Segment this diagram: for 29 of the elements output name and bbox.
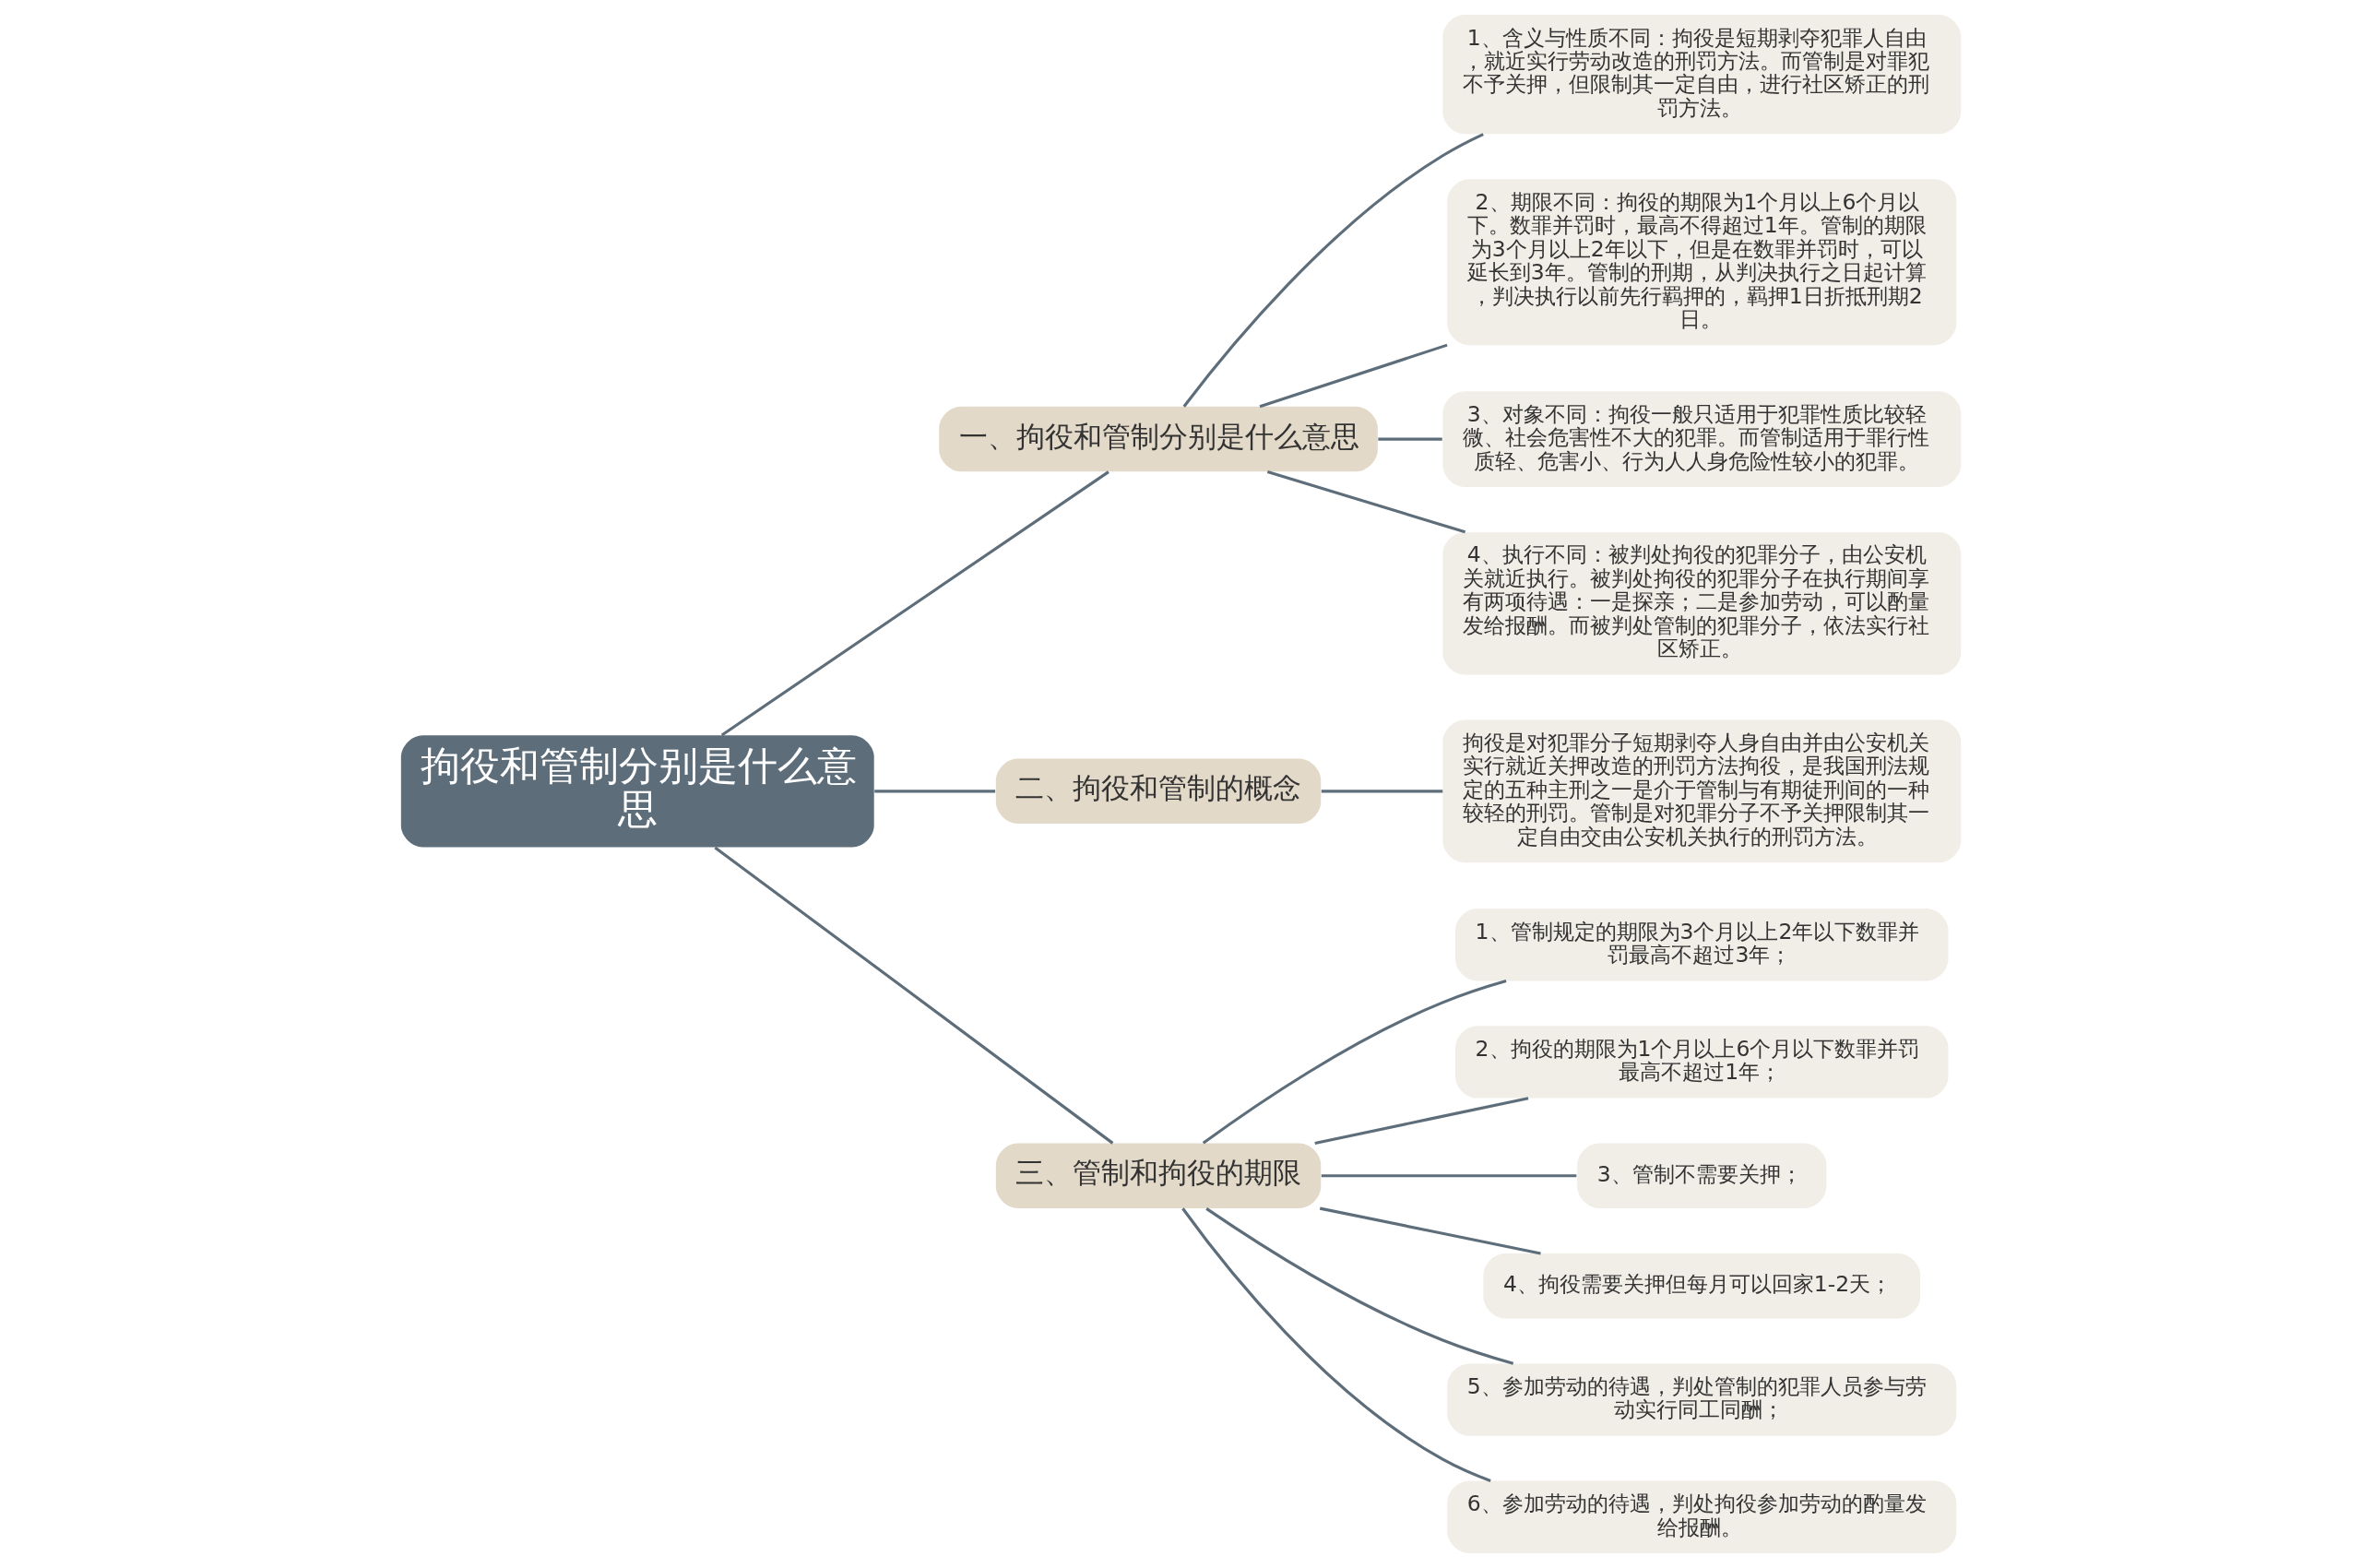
- node-box: 2、期限不同：拘役的期限为1个月以上6个月以下。数罪并罚时，最高不得超过1年。管制的期限为3个月以上2年以下，但是在数罪并罚时，可以延长到3年。管制的刑期，从判决执行之日起计算，判决执行以前先行羁押的，羁押1日折抵刑期2日。: [1446, 179, 1956, 346]
- connector: [720, 470, 1109, 737]
- connector: [1204, 1207, 1513, 1365]
- node-box: 3、对象不同：拘役一般只适用于犯罪性质比较轻微、社会危害性不大的犯罪。而管制适用于罪行性质轻、危害小、行为人人身危险性较小的犯罪。: [1442, 391, 1961, 487]
- connector: [1319, 1206, 1541, 1255]
- node-box: 1、管制规定的期限为3个月以上2年以下数罪并罚最高不超过3年；: [1454, 909, 1948, 981]
- node-box: 5、参加劳动的待遇，判处管制的犯罪人员参与劳动实行同工同酬；: [1446, 1363, 1956, 1436]
- node-box: 4、执行不同：被判处拘役的犯罪分子，由公安机关就近执行。被判处拘役的犯罪分子在执行期间享有两项待遇：一是探亲；二是参加劳动，可以酌量发给报酬。而被判处管制的犯罪分子，依法实行社区矫正。: [1442, 531, 1961, 675]
- connector: [873, 790, 995, 793]
- connector: [713, 846, 1113, 1145]
- connector: [1321, 790, 1442, 793]
- node-box: 拘役是对犯罪分子短期剥夺人身自由并由公安机关实行就近关押改造的刑罚方法拘役，是我国刑法规定的五种主刑之一是介于管制与有期徒刑间的一种较轻的刑罚。管制是对犯罪分子不予关押限制其一定自由交由公安机关执行的刑罚方法。: [1442, 719, 1961, 863]
- node-box: 2、拘役的期限为1个月以上6个月以下数罪并罚最高不超过1年；: [1454, 1026, 1948, 1099]
- connector: [1313, 1097, 1528, 1145]
- connector: [1377, 437, 1442, 441]
- connector: [1266, 470, 1465, 534]
- connector: [1259, 343, 1448, 409]
- node-box: 3、管制不需要关押；: [1576, 1143, 1826, 1209]
- connector: [1180, 1207, 1491, 1482]
- connector: [1182, 133, 1484, 408]
- node-box: 二、拘役和管制的概念: [995, 758, 1321, 825]
- node-box: 1、含义与性质不同：拘役是短期剥夺犯罪人自由，就近实行劳动改造的刑罚方法。而管制是对罪犯不予关押，但限制其一定自由，进行社区矫正的刑罚方法。: [1442, 15, 1961, 135]
- connector: [1202, 980, 1506, 1145]
- node-box: 三、管制和拘役的期限: [995, 1143, 1321, 1209]
- node-box: 一、拘役和管制分别是什么意思: [938, 406, 1378, 472]
- node-box: 6、参加劳动的待遇，判处拘役参加劳动的酌量发给报酬。: [1446, 1480, 1956, 1553]
- connector: [1321, 1174, 1576, 1178]
- node-box: 4、拘役需要关押但每月可以回家1-2天；: [1482, 1253, 1920, 1319]
- node-box: 拘役和管制分别是什么意思: [400, 735, 874, 848]
